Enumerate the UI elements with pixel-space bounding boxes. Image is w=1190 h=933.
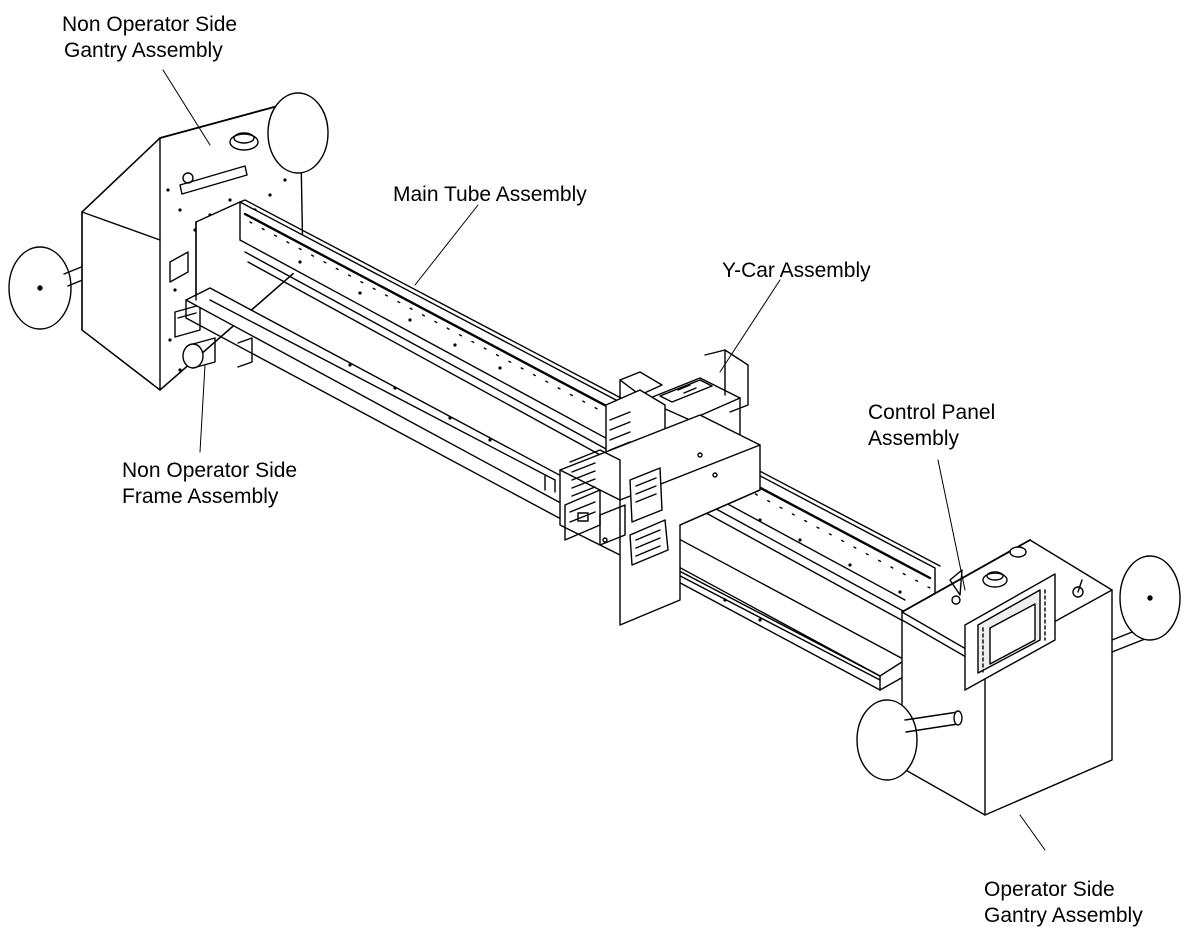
main-tube-body <box>185 199 941 691</box>
label-line: Gantry Assembly <box>64 39 223 62</box>
operator-right-spool <box>1111 555 1181 653</box>
label-line: Control Panel <box>868 401 996 424</box>
label-main-tube: Main Tube Assembly <box>393 182 587 208</box>
y-car-body <box>559 349 761 626</box>
leader-lines <box>162 69 1046 851</box>
label-line: Y-Car Assembly <box>722 259 871 282</box>
label-line: Frame Assembly <box>122 485 279 508</box>
operator-left-spool <box>856 699 963 781</box>
label-line: Non Operator Side <box>62 13 238 36</box>
operator-gantry-box <box>901 539 1113 816</box>
label-non-operator-side-frame: Non Operator Side Frame Assembly <box>122 458 297 510</box>
label-y-car: Y-Car Assembly <box>722 258 871 284</box>
non-operator-right-spool <box>267 92 329 174</box>
label-line: Operator Side <box>984 878 1115 901</box>
non-operator-gantry-box <box>81 99 304 391</box>
label-line: Assembly <box>868 427 960 450</box>
label-line: Non Operator Side <box>122 459 298 482</box>
label-line: Main Tube Assembly <box>393 183 587 206</box>
label-non-operator-side-gantry: Non Operator Side Gantry Assembly <box>62 12 237 64</box>
label-operator-side-gantry: Operator Side Gantry Assembly <box>984 877 1143 929</box>
label-control-panel: Control Panel Assembly <box>868 400 995 452</box>
label-line: Gantry Assembly <box>984 904 1143 927</box>
